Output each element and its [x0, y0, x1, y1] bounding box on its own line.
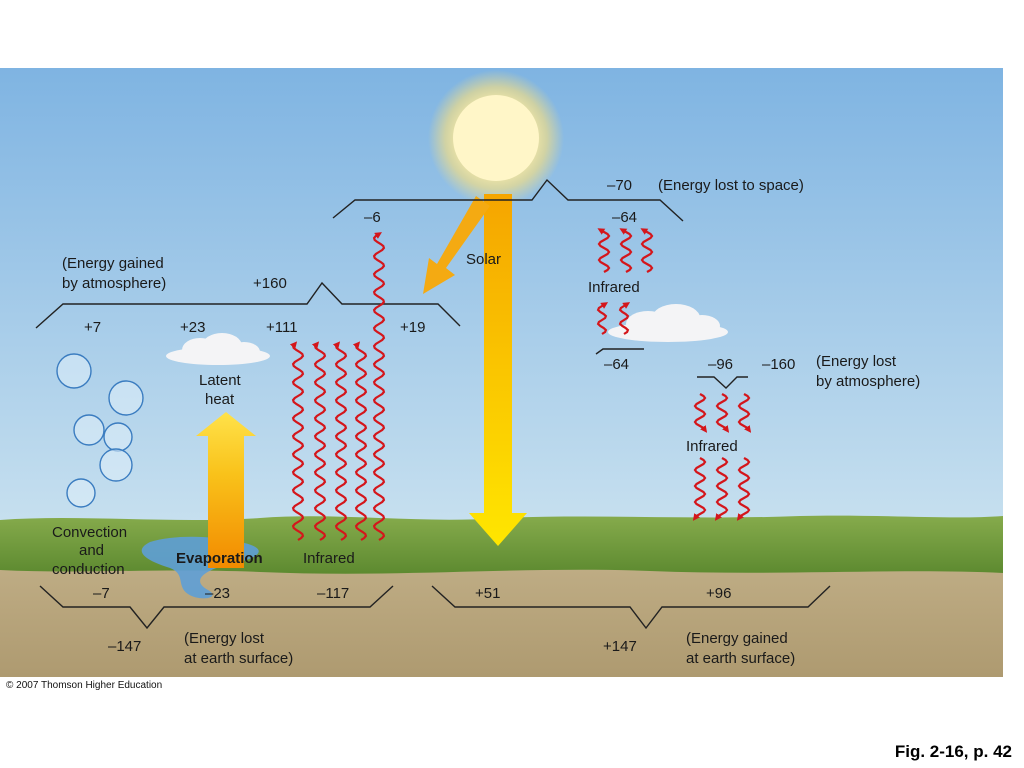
- convection-circle-icon: [56, 353, 92, 389]
- infrared-cloud: [608, 304, 728, 342]
- convection-circles: [56, 353, 144, 508]
- infrared-cloud-wave: [596, 302, 609, 335]
- atmosphere-gain-total: +160: [253, 275, 287, 292]
- evaporation-label: Evaporation: [176, 550, 263, 567]
- surface-gain-total: +147: [603, 638, 637, 655]
- convection-label-line3: conduction: [52, 561, 125, 578]
- space-loss-note: (Energy lost to space): [658, 177, 804, 194]
- infrared-down-wave: [715, 393, 730, 433]
- cloud-bracket: [595, 348, 644, 355]
- infrared-to-space-arrow: [640, 228, 654, 273]
- infrared-down-arrow: [736, 457, 751, 521]
- convection-circle-icon: [108, 380, 144, 416]
- infrared-label-down: Infrared: [686, 438, 738, 455]
- convection-label-line2: and: [79, 542, 104, 559]
- latent-heat-label-line2: heat: [205, 391, 235, 408]
- atmosphere-gain-value: +23: [180, 319, 205, 336]
- surface-gain-note-line2: at earth surface): [686, 650, 795, 667]
- infrared-down-arrow: [692, 457, 707, 521]
- infrared-cloud-wave: [618, 302, 631, 335]
- atmosphere-down-value: –96: [708, 356, 733, 373]
- infrared-label-space: Infrared: [588, 279, 640, 296]
- infrared-to-space-arrow: [372, 232, 386, 541]
- infrared-down-wave: [693, 393, 708, 433]
- atmosphere-gain-bracket: [35, 281, 461, 329]
- energy-balance-diagram: Solar –70 (Energy lost to space) –6 –64 …: [0, 68, 1003, 677]
- surface-loss-bracket: [39, 585, 394, 630]
- solar-absorbed-arrow: [423, 196, 490, 294]
- convection-circle-icon: [73, 414, 105, 446]
- infrared-up-arrow: [332, 341, 348, 541]
- surface-loss-value: –7: [93, 585, 110, 602]
- atmosphere-loss-total: –160: [762, 356, 795, 373]
- atmosphere-gain-note-line2: by atmosphere): [62, 275, 166, 292]
- infrared-down-arrow: [714, 457, 729, 521]
- latent-heat-arrow: [196, 412, 256, 568]
- atmosphere-loss-bracket: [697, 376, 748, 389]
- surface-loss-note-line1: (Energy lost: [184, 630, 265, 647]
- surface-loss-value: –117: [317, 585, 349, 602]
- surface-gain-note-line1: (Energy gained: [686, 630, 788, 647]
- space-loss-right-value: –64: [612, 209, 637, 226]
- convection-circle-icon: [103, 422, 133, 452]
- infrared-down-wave: [737, 393, 752, 433]
- infrared-arrows: [289, 228, 752, 541]
- bracket-lines: [35, 178, 831, 630]
- convection-circle-icon: [99, 448, 133, 482]
- space-bracket: [332, 178, 684, 222]
- surface-gain-bracket: [431, 585, 831, 630]
- surface-loss-value: –23: [205, 585, 230, 602]
- space-loss-left-value: –6: [364, 209, 381, 226]
- infrared-to-space-arrow: [597, 228, 611, 273]
- surface-gain-value: +96: [706, 585, 731, 602]
- convection-label-line1: Convection: [52, 524, 127, 541]
- copyright-notice: © 2007 Thomson Higher Education: [6, 680, 163, 691]
- surface-gain-value: +51: [475, 585, 500, 602]
- space-loss-total: –70: [607, 177, 632, 194]
- solar-beam-arrow: [469, 194, 527, 546]
- infrared-up-arrow: [289, 341, 305, 541]
- grassland: [0, 515, 1003, 574]
- atmosphere-gain-value: +19: [400, 319, 425, 336]
- figure-reference: Fig. 2-16, p. 42: [894, 742, 1012, 761]
- surface-loss-note-line2: at earth surface): [184, 650, 293, 667]
- ground: [0, 563, 1003, 677]
- atmosphere-gain-value: +7: [84, 319, 101, 336]
- atmosphere-gain-note-line1: (Energy gained: [62, 255, 164, 272]
- atmosphere-loss-note-line1: (Energy lost: [816, 353, 897, 370]
- convection-circle-icon: [66, 478, 96, 508]
- solar-label: Solar: [466, 251, 501, 268]
- infrared-to-space-arrow: [619, 228, 633, 273]
- infrared-label-ground: Infrared: [303, 550, 355, 567]
- atmosphere-gain-value: +111: [266, 319, 298, 336]
- latent-heat-label-line1: Latent: [199, 372, 242, 389]
- infrared-up-arrow: [352, 341, 368, 541]
- surface-loss-total: –147: [108, 638, 141, 655]
- cloud-loss-value: –64: [604, 356, 629, 373]
- sun: [453, 95, 539, 181]
- latent-cloud: [166, 333, 270, 365]
- atmosphere-loss-note-line2: by atmosphere): [816, 373, 920, 390]
- infrared-up-arrow: [311, 341, 327, 541]
